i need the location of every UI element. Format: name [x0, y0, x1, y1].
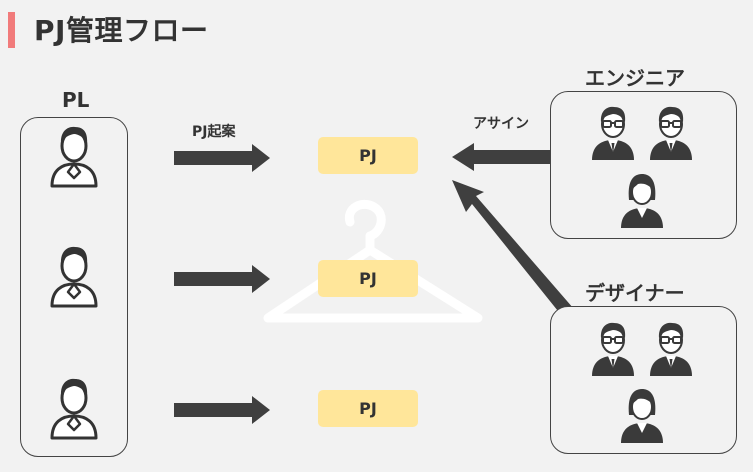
arrow-icon — [174, 265, 270, 293]
woman-icon — [621, 174, 663, 228]
woman-icon — [621, 389, 663, 443]
arrow-icon — [174, 144, 270, 172]
arrow-icon — [452, 143, 570, 171]
page-title: PJ管理フロー — [34, 14, 209, 47]
project-box: PJ — [318, 390, 418, 427]
designer-label: デザイナー — [585, 281, 685, 305]
project-box: PJ — [318, 260, 418, 297]
person-outline-icon — [50, 246, 98, 308]
kick-off-label: PJ起案 — [192, 124, 236, 140]
person-outline-icon — [50, 378, 98, 440]
man-with-glasses-icon — [650, 106, 692, 160]
man-with-glasses-icon — [592, 106, 634, 160]
title-accent-bar — [8, 12, 15, 48]
assign-label: アサイン — [473, 116, 529, 132]
man-with-glasses-icon — [650, 322, 692, 376]
project-box: PJ — [318, 137, 418, 174]
pl-label: PL — [62, 88, 90, 112]
engineer-label: エンジニア — [585, 66, 685, 90]
arrow-icon — [174, 396, 270, 424]
man-with-glasses-icon — [592, 322, 634, 376]
arrow-icon — [452, 180, 580, 326]
person-outline-icon — [50, 126, 98, 188]
